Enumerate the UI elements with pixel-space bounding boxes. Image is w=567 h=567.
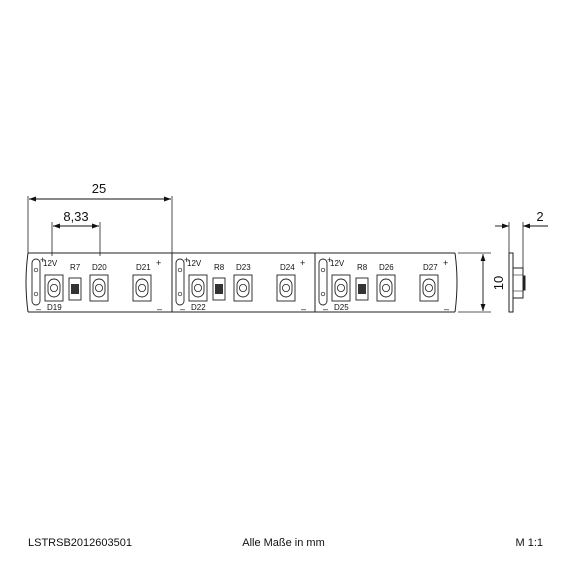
solder-pad — [175, 258, 185, 306]
led-chip — [331, 274, 351, 302]
scale-label: M 1:1 — [515, 537, 543, 549]
polarity-minus: – — [323, 304, 328, 314]
led-chip — [376, 274, 396, 302]
led-dome — [238, 283, 247, 292]
resistor-body — [358, 284, 366, 294]
polarity-plus: + — [156, 258, 161, 268]
dimension-pitch: 25 — [27, 181, 173, 253]
spacing-label: 8,33 — [63, 209, 88, 224]
led-bottom-label: D25 — [334, 303, 349, 312]
led-a-label: D26 — [379, 263, 394, 272]
led-dome — [50, 283, 59, 292]
polarity-plus: + — [40, 255, 45, 265]
resistor-label: R8 — [357, 263, 368, 272]
pad-via — [177, 291, 183, 297]
led-b-label: D21 — [136, 263, 151, 272]
pad-via — [33, 267, 39, 273]
article-number: LSTRSB2012603501 — [28, 537, 132, 549]
thickness-label: 2 — [536, 209, 543, 224]
led-chip — [276, 274, 296, 302]
strip-segments: + – 12V D19 R7 D20 D21 + – + – 12V D22 R8 D23 D24 + – + – 12… — [31, 255, 449, 314]
polarity-minus: – — [301, 304, 306, 314]
units-note: Alle Maße in mm — [242, 537, 325, 549]
led-chip — [233, 274, 253, 302]
led-dome — [336, 283, 345, 292]
polarity-minus: – — [36, 304, 41, 314]
polarity-plus: + — [300, 258, 305, 268]
polarity-minus: – — [157, 304, 162, 314]
strip-segment: + – 12V D22 R8 D23 D24 + – — [175, 255, 306, 314]
pad-via — [320, 267, 326, 273]
led-chip — [89, 274, 109, 302]
led-chip — [132, 274, 152, 302]
led-dome — [137, 283, 146, 292]
resistor-body — [215, 284, 223, 294]
voltage-label: 12V — [330, 259, 345, 268]
pad-via — [320, 291, 326, 297]
solder-pad — [31, 258, 41, 306]
resistor-body — [71, 284, 79, 294]
led-a-label: D20 — [92, 263, 107, 272]
voltage-label: 12V — [43, 259, 58, 268]
led-chip — [188, 274, 208, 302]
strip-outline — [25, 252, 458, 313]
dimension-width: 10 — [458, 252, 506, 313]
pad-via — [33, 291, 39, 297]
led-bottom-label: D19 — [47, 303, 62, 312]
led-b-label: D24 — [280, 263, 295, 272]
led-dome — [281, 283, 290, 292]
strip-side-profile — [508, 252, 526, 313]
resistor-label: R7 — [70, 263, 81, 272]
strip-segment: + – 12V D25 R8 D26 D27 + – — [318, 255, 449, 314]
dimension-thickness: 2 — [495, 209, 548, 268]
polarity-plus: + — [327, 255, 332, 265]
led-bottom-label: D22 — [191, 303, 206, 312]
led-chip — [419, 274, 439, 302]
solder-pad — [318, 258, 328, 306]
dimension-spacing: 8,33 — [51, 209, 101, 256]
polarity-plus: + — [184, 255, 189, 265]
resistor-label: R8 — [214, 263, 225, 272]
polarity-minus: – — [444, 304, 449, 314]
polarity-plus: + — [443, 258, 448, 268]
led-dome — [424, 283, 433, 292]
strip-segment: + – 12V D19 R7 D20 D21 + – — [31, 255, 162, 314]
polarity-minus: – — [180, 304, 185, 314]
led-b-label: D27 — [423, 263, 438, 272]
voltage-label: 12V — [187, 259, 202, 268]
led-dome — [193, 283, 202, 292]
led-dome — [95, 283, 104, 292]
led-dome — [381, 283, 390, 292]
led-chip — [44, 274, 64, 302]
pad-via — [177, 267, 183, 273]
led-a-label: D23 — [236, 263, 251, 272]
pitch-label: 25 — [92, 181, 106, 196]
width-label: 10 — [491, 276, 506, 290]
